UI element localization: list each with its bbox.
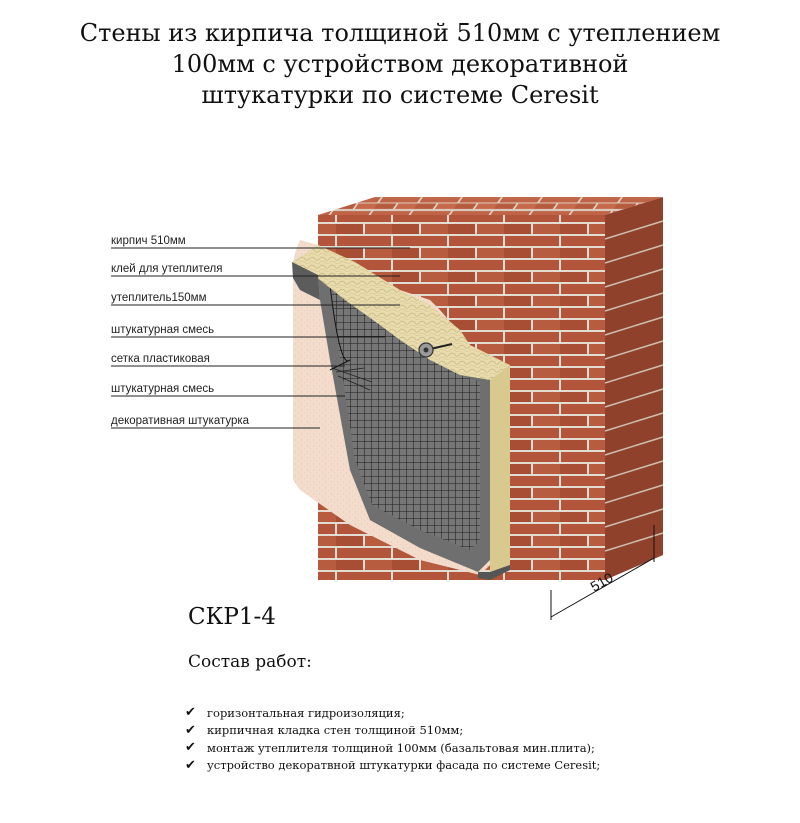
label-glue: клей для утеплителя xyxy=(111,263,222,275)
work-item-text: монтаж утеплителя толщиной 100мм (базаль… xyxy=(207,740,595,755)
list-item: ✔ горизонтальная гидроизоляция; xyxy=(185,704,600,722)
brick-wall-side xyxy=(605,197,663,580)
work-item-text: устройство декоратвной штукатурки фасада… xyxy=(207,758,601,773)
anchor-dowel-icon xyxy=(418,342,453,358)
work-item-text: горизонтальная гидроизоляция; xyxy=(207,705,405,720)
insulation-slab-edge xyxy=(478,565,510,580)
insulation-slab-top xyxy=(293,245,510,380)
dimension-marker xyxy=(550,525,655,620)
layer-labels: кирпич 510мм клей для утеплителя утеплит… xyxy=(111,235,250,427)
check-icon: ✔ xyxy=(185,757,196,773)
label-plaster-mix-2: штукатурная смесь xyxy=(111,383,214,395)
label-mesh: сетка пластиковая xyxy=(111,353,210,365)
title-line-1: Стены из кирпича толщиной 510мм с утепле… xyxy=(79,19,721,47)
label-insulation: утеплитель150мм xyxy=(111,292,207,304)
list-item: ✔ устройство декоратвной штукатурки фасад… xyxy=(185,757,600,775)
check-icon: ✔ xyxy=(185,705,196,721)
brick-wall-top xyxy=(318,197,663,215)
title-line-3: штукатурки по системе Ceresit xyxy=(201,81,599,109)
check-icon: ✔ xyxy=(185,722,196,738)
list-item: ✔ монтаж утеплителя толщиной 100мм (базал… xyxy=(185,739,600,757)
works-list: ✔ горизонтальная гидроизоляция; ✔ кирпична… xyxy=(185,704,600,774)
reinforcing-mesh xyxy=(330,285,480,550)
leader-lines xyxy=(111,247,410,429)
check-icon: ✔ xyxy=(185,740,196,756)
label-brick: кирпич 510мм xyxy=(111,235,186,247)
label-decorative-plaster: декоративная штукатурка xyxy=(111,415,250,427)
work-item-text: кирпичная кладка стен толщиной 510мм; xyxy=(207,723,464,738)
insulation-slab-front xyxy=(490,365,510,572)
list-item: ✔ кирпичная кладка стен толщиной 510мм; xyxy=(185,722,600,740)
page-title: Стены из кирпича толщиной 510мм с утепле… xyxy=(0,18,800,111)
title-line-2: 100мм с устройством декоративной xyxy=(171,50,629,78)
brick-side-joints xyxy=(604,220,664,552)
works-heading: Состав работ: xyxy=(188,652,312,672)
label-plaster-mix-1: штукатурная смесь xyxy=(111,324,214,336)
system-code: СКР1-4 xyxy=(188,604,276,630)
